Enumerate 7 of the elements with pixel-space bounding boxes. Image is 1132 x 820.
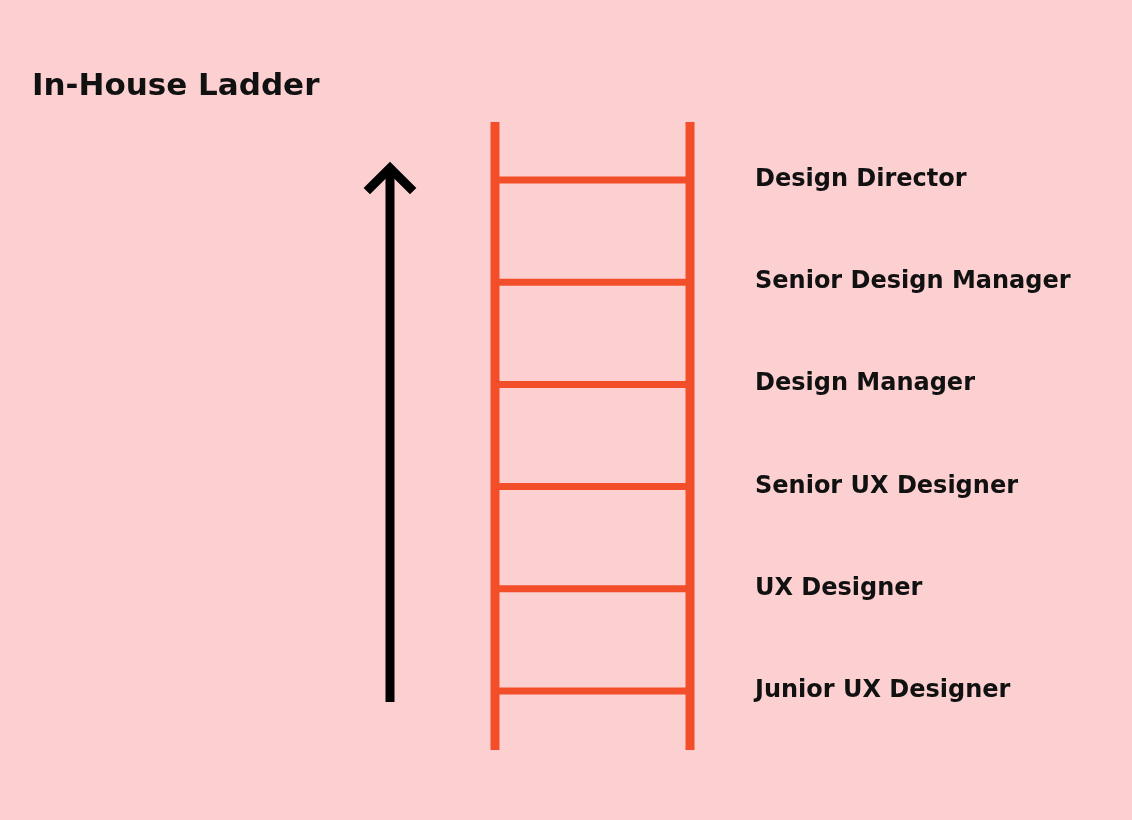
rung-label: Junior UX Designer (755, 675, 1011, 703)
rung-label: Senior UX Designer (755, 470, 1018, 499)
rung-label: Design Director (755, 164, 967, 192)
rung-label: Design Manager (755, 368, 975, 397)
rung-label: UX Designer (755, 572, 923, 601)
title: In-House Ladder (32, 66, 320, 102)
rung-label: Senior Design Manager (755, 266, 1071, 295)
